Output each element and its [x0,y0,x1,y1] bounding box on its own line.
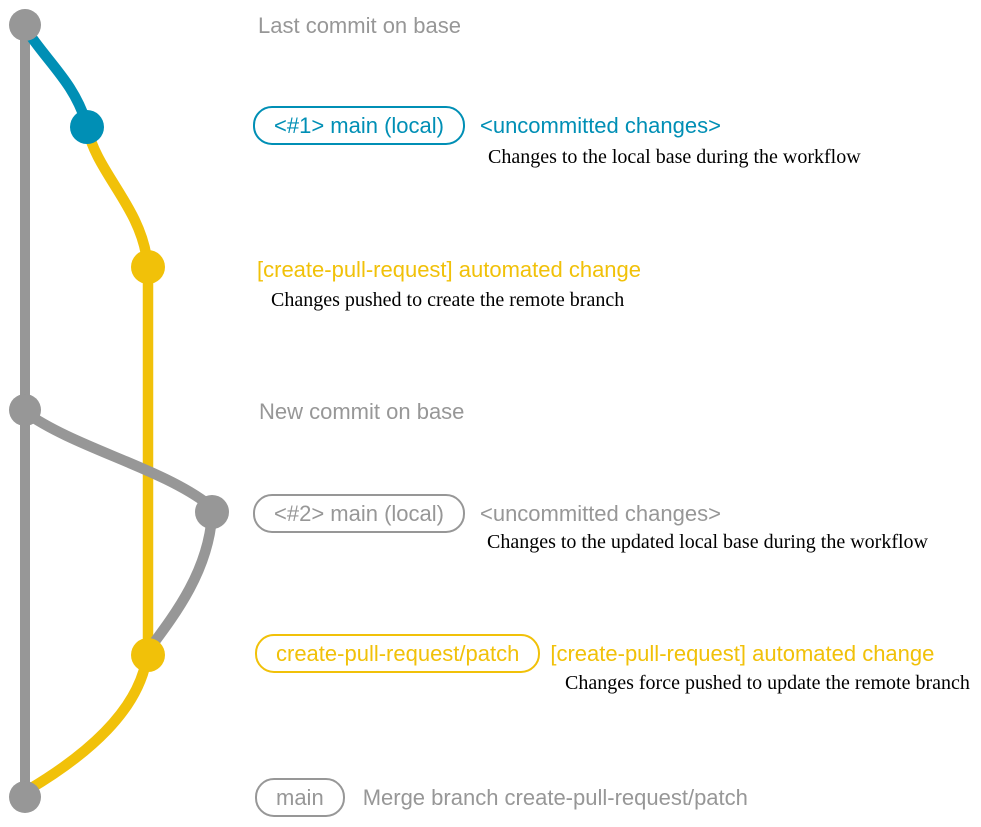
row-automated-change-2: create-pull-request/patch [create-pull-r… [255,634,970,695]
commit-message-merge: Merge branch create-pull-request/patch [362,784,748,810]
row-commit-1: <#1> main (local) <uncommitted changes> … [253,106,861,169]
local-main-branch-curve [19,22,93,133]
label-last-commit-on-base: Last commit on base [258,13,461,38]
merge-branch-curve [22,656,152,796]
rebase-branch-curve-upper [19,406,215,511]
commit-description-3: Changes to the updated local base during… [487,531,928,553]
commit-dot-automated-change-2 [131,638,165,672]
commit-message-automated-1: [create-pull-request] automated change [257,257,642,282]
commit-dot-new-base [9,394,41,426]
branch-badge-main-local-2: <#2> main (local) [253,494,465,533]
row-commit-2: <#2> main (local) <uncommitted changes> … [253,494,928,554]
row-merge: main Merge branch create-pull-request/pa… [255,778,748,817]
rebase-branch-curve-lower [144,510,218,654]
branch-badge-patch: create-pull-request/patch [255,634,541,673]
commit-dot-local-main-1 [70,110,104,144]
commit-description-1: Changes to the local base during the wor… [488,146,861,168]
commit-dot-automated-change-1 [131,250,165,284]
commit-dot-local-main-2 [195,495,229,529]
commit-message-automated-2: [create-pull-request] automated change [550,640,935,666]
commit-description-4: Changes force pushed to update the remot… [565,672,970,694]
commit-description-2: Changes pushed to create the remote bran… [271,289,625,311]
row-automated-change-1: [create-pull-request] automated change C… [257,257,641,312]
git-graph [9,9,229,813]
patch-branch-curve [81,125,154,655]
commit-message-uncommitted-2: <uncommitted changes> [479,500,721,526]
commit-dot-last-base [9,9,41,41]
branch-badge-main: main [255,778,345,817]
commit-dot-merge [9,781,41,813]
branch-badge-main-local-1: <#1> main (local) [253,106,465,145]
commit-message-uncommitted-1: <uncommitted changes> [479,112,721,138]
label-new-commit-on-base: New commit on base [259,399,465,424]
